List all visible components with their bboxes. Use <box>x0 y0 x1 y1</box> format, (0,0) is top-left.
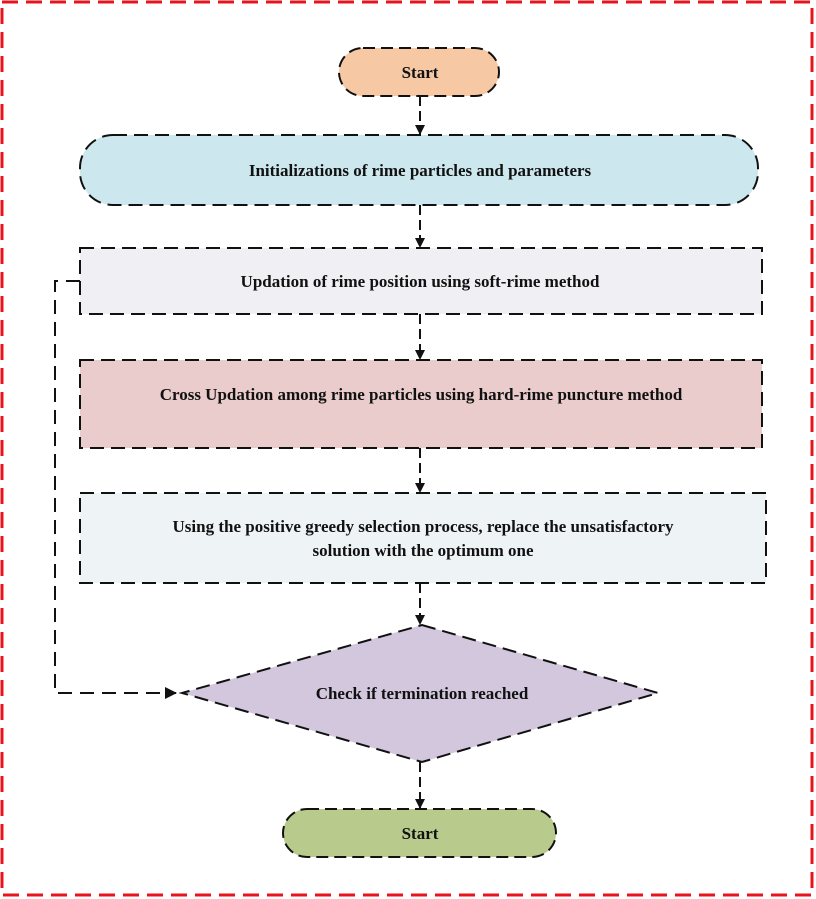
end-shape <box>282 808 557 858</box>
start-label: Start <box>402 63 439 82</box>
greedy-node: Using the positive greedy selection proc… <box>79 492 767 584</box>
hard-rime-node: Cross Updation among rime particles usin… <box>79 359 763 449</box>
start-node: Start <box>338 47 500 97</box>
greedy-label-line1: Using the positive greedy selection proc… <box>173 517 674 536</box>
hard-rime-label: Cross Updation among rime particles usin… <box>160 385 683 404</box>
soft-rime-node: Updation of rime position using soft-rim… <box>79 247 763 315</box>
hard-rime-shape <box>79 359 763 449</box>
soft-rime-label: Updation of rime position using soft-rim… <box>241 272 600 291</box>
soft-rime-shape <box>79 247 763 315</box>
end-label: Start <box>402 824 439 843</box>
greedy-shape <box>79 492 767 584</box>
greedy-label-line2: solution with the optimum one <box>312 541 533 560</box>
end-node: Start <box>282 808 557 858</box>
init-label: Initializations of rime particles and pa… <box>249 161 592 180</box>
init-shape <box>79 134 759 206</box>
check-label: Check if termination reached <box>316 684 529 703</box>
check-node: Check if termination reached <box>178 623 662 764</box>
loop-back-connector <box>54 280 177 699</box>
check-shape <box>178 623 662 764</box>
init-node: Initializations of rime particles and pa… <box>79 134 759 206</box>
